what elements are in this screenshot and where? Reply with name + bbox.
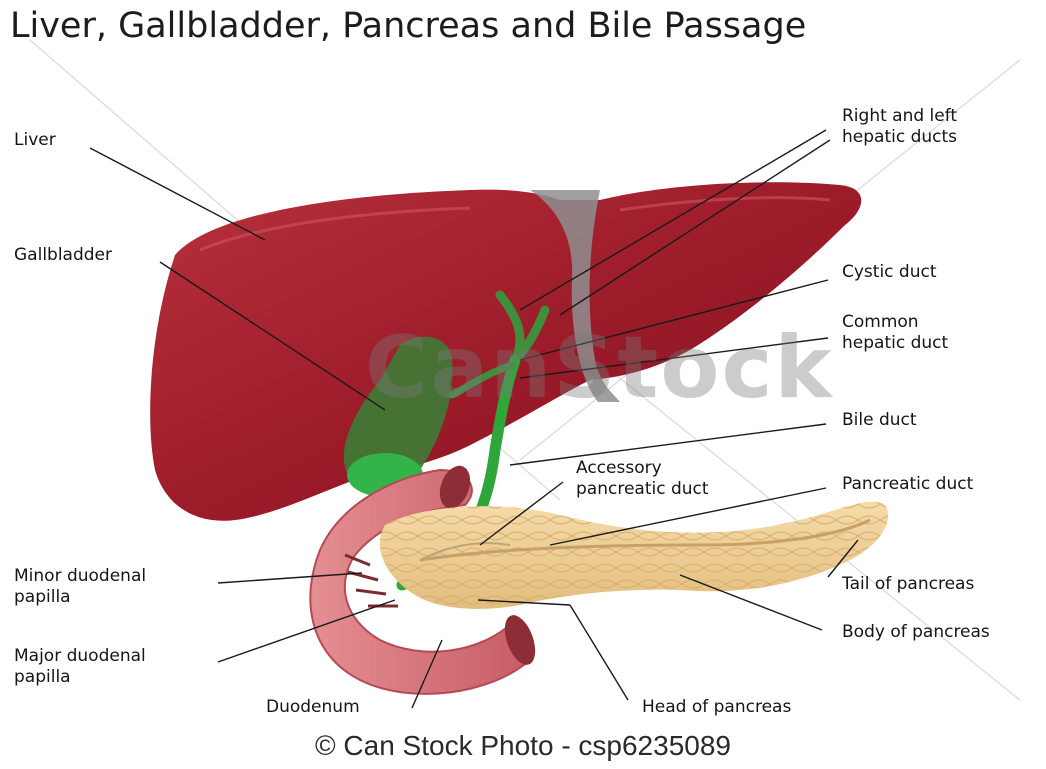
label-pancreatic-duct: Pancreatic duct	[842, 474, 973, 495]
label-major-duodenal-papilla: Major duodenal papilla	[14, 646, 146, 688]
photo-credit: © Can Stock Photo - csp6235089	[0, 730, 1046, 762]
label-head-of-pancreas: Head of pancreas	[642, 697, 791, 718]
label-gallbladder: Gallbladder	[14, 245, 112, 266]
label-hepatic-ducts: Right and left hepatic ducts	[842, 106, 957, 148]
pancreas-shape	[380, 502, 888, 609]
diagram-title: Liver, Gallbladder, Pancreas and Bile Pa…	[10, 6, 1040, 46]
label-bile-duct: Bile duct	[842, 410, 917, 431]
label-cystic-duct: Cystic duct	[842, 262, 937, 283]
label-liver: Liver	[14, 130, 56, 151]
label-minor-duodenal-papilla: Minor duodenal papilla	[14, 566, 146, 608]
label-accessory-pancreatic-duct: Accessory pancreatic duct	[576, 458, 709, 500]
label-body-of-pancreas: Body of pancreas	[842, 622, 990, 643]
label-duodenum: Duodenum	[266, 697, 360, 718]
label-common-hepatic-duct: Common hepatic duct	[842, 312, 948, 354]
label-tail-of-pancreas: Tail of pancreas	[842, 574, 974, 595]
watermark-text: CanStock	[365, 318, 834, 418]
